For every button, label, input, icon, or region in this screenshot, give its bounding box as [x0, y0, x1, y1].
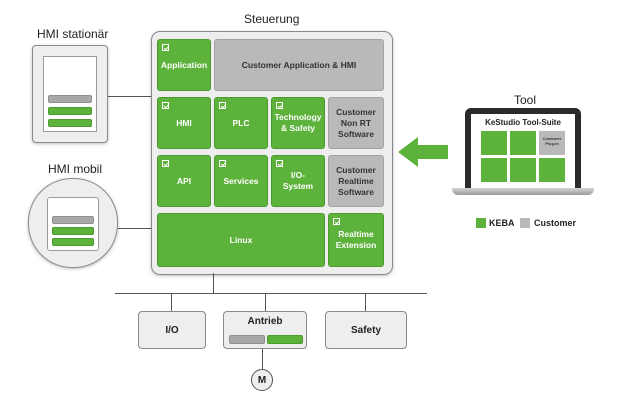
plc-tile: PLC [214, 97, 268, 149]
motor-connector [262, 349, 263, 369]
antrieb-box: Antrieb [223, 311, 307, 349]
customer-realtime-tile: Customer Realtime Software [328, 155, 384, 207]
legend-keba-label: KEBA [489, 218, 515, 228]
api-tile: API [157, 155, 211, 207]
hmi-stationaer-bar-customer [48, 95, 92, 103]
antrieb-bar-keba [267, 335, 303, 344]
kestudio-module-1 [481, 131, 507, 155]
kestudio-title: KeStudio Tool-Suite [485, 118, 561, 127]
hmi-stationaer-connector [106, 96, 151, 97]
antrieb-drop [265, 293, 266, 311]
hmi-mobil-connector [118, 228, 151, 229]
check-icon [276, 160, 283, 167]
customer-app-hmi-label: Customer Application & HMI [241, 59, 357, 70]
customer-non-rt-label: Customer Non RT Software [336, 106, 376, 139]
io-system-tile: I/O-System [271, 155, 325, 207]
hmi-label: HMI [176, 117, 192, 128]
technology-safety-label: Technology & Safety [274, 112, 322, 133]
hmi-mobil-bar-keba-1 [52, 227, 94, 235]
plc-label: PLC [232, 117, 250, 128]
services-tile: Services [214, 155, 268, 207]
io-system-label: I/O-System [282, 170, 314, 191]
tool-title: Tool [514, 93, 537, 107]
laptop-base [452, 188, 594, 195]
legend-customer-swatch [520, 218, 530, 228]
arrow-left-icon [398, 137, 448, 167]
linux-label: Linux [229, 234, 253, 245]
hmi-stationaer-screen [43, 56, 97, 132]
check-icon [333, 218, 340, 225]
hmi-mobil-screen [47, 197, 99, 251]
hmi-mobil-title: HMI mobil [48, 162, 103, 176]
hmi-stationaer-title: HMI stationär [37, 27, 109, 41]
fieldbus-line [115, 293, 427, 294]
controller-bus-connector [213, 273, 214, 293]
customer-realtime-label: Customer Realtime Software [336, 164, 376, 197]
io-box: I/O [138, 311, 206, 349]
antrieb-bar-customer [229, 335, 265, 344]
customer-app-hmi-tile: Customer Application & HMI [214, 39, 384, 91]
check-icon [162, 160, 169, 167]
customer-plugin-label: Customer Plug-In [542, 136, 562, 146]
legend-keba-swatch [476, 218, 486, 228]
check-icon [219, 160, 226, 167]
hmi-mobil-device [28, 178, 118, 268]
linux-tile: Linux [157, 213, 325, 267]
api-label: API [176, 175, 192, 186]
kestudio-window: KeStudio Tool-Suite Customer Plug-In [471, 114, 575, 188]
kestudio-module-4 [510, 158, 536, 182]
io-drop [171, 293, 172, 311]
hmi-mobil-bar-keba-2 [52, 238, 94, 246]
legend-customer-label: Customer [534, 218, 577, 228]
safety-box: Safety [325, 311, 407, 349]
check-icon [276, 102, 283, 109]
antrieb-label: Antrieb [247, 316, 283, 327]
hmi-mobil-bar-customer [52, 216, 94, 224]
steuerung-title: Steuerung [244, 12, 300, 26]
kestudio-module-2 [510, 131, 536, 155]
motor-label: M [257, 374, 267, 386]
technology-safety-tile: Technology & Safety [271, 97, 325, 149]
realtime-extension-tile: Realtime Extension [328, 213, 384, 267]
io-label: I/O [165, 324, 179, 336]
realtime-extension-label: Realtime Extension [335, 229, 377, 250]
safety-drop [365, 293, 366, 311]
customer-non-rt-tile: Customer Non RT Software [328, 97, 384, 149]
kestudio-module-5 [539, 158, 565, 182]
kestudio-module-3 [481, 158, 507, 182]
steuerung-controller: Application Customer Application & HMI H… [151, 31, 393, 275]
check-icon [162, 44, 169, 51]
application-tile: Application [157, 39, 211, 91]
hmi-stationaer-device [32, 45, 108, 143]
hmi-tile: HMI [157, 97, 211, 149]
check-icon [219, 102, 226, 109]
hmi-stationaer-bar-keba-2 [48, 119, 92, 127]
customer-plugin-tile: Customer Plug-In [539, 131, 565, 155]
motor-icon: M [251, 369, 273, 391]
safety-label: Safety [350, 324, 381, 336]
check-icon [162, 102, 169, 109]
application-label: Application [160, 59, 208, 70]
services-label: Services [223, 175, 259, 186]
hmi-stationaer-bar-keba-1 [48, 107, 92, 115]
laptop-screen: KeStudio Tool-Suite Customer Plug-In [465, 108, 581, 188]
